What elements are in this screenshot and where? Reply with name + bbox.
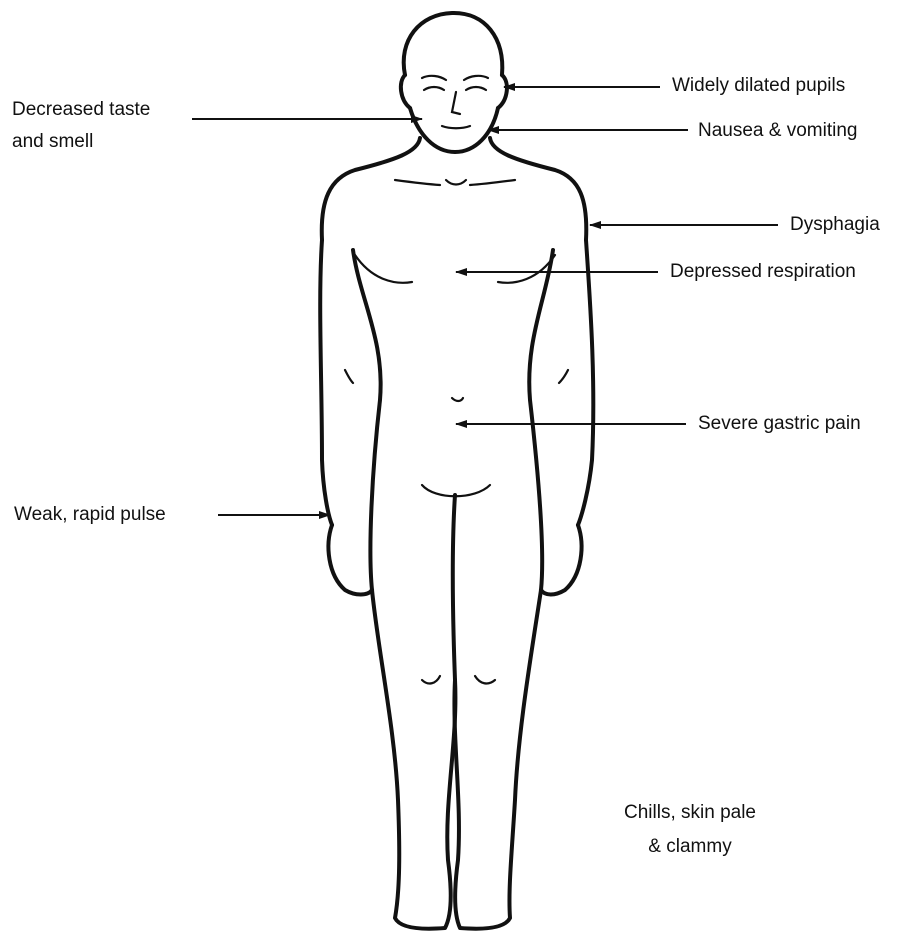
left-collarbone: [395, 180, 440, 185]
label-chills-line1: Chills, skin pale: [590, 799, 790, 827]
left-arm-outer: [320, 240, 332, 525]
pointer-lines: [192, 87, 778, 515]
nose: [452, 92, 460, 114]
left-torso-side: [353, 250, 381, 590]
right-arm-outer: [578, 240, 593, 525]
mouth: [442, 126, 470, 128]
left-neck-shoulder: [322, 138, 420, 240]
right-eye: [466, 87, 486, 90]
left-eye: [424, 87, 444, 90]
label-depressed-respiration: Depressed respiration: [670, 258, 856, 286]
right-collarbone: [470, 180, 515, 185]
right-torso-side: [529, 250, 553, 590]
right-hand: [541, 525, 582, 595]
right-neck-shoulder: [490, 138, 586, 240]
right-elbow-mark: [559, 370, 568, 383]
left-elbow-mark: [345, 370, 353, 383]
label-dysphagia: Dysphagia: [790, 211, 880, 239]
label-severe-gastric-pain: Severe gastric pain: [698, 410, 861, 438]
label-nausea-vomiting: Nausea & vomiting: [698, 117, 857, 145]
right-eyebrow: [464, 76, 488, 80]
left-eyebrow: [422, 76, 446, 80]
left-ear: [401, 75, 410, 108]
label-decreased-taste-line1: Decreased taste: [12, 96, 150, 124]
body-details: [345, 76, 568, 684]
label-widely-dilated-pupils: Widely dilated pupils: [672, 72, 845, 100]
label-chills-line2: & clammy: [590, 833, 790, 861]
label-weak-rapid-pulse: Weak, rapid pulse: [14, 501, 166, 529]
left-hand: [328, 525, 372, 595]
head-outline: [404, 13, 503, 75]
right-ear: [498, 75, 507, 108]
right-knee: [475, 676, 495, 683]
left-chest: [355, 255, 412, 283]
body-outline: [320, 13, 593, 929]
right-leg-outer: [454, 590, 541, 929]
navel: [452, 398, 463, 401]
label-decreased-taste-line2: and smell: [12, 128, 93, 156]
jaw: [410, 108, 498, 152]
sternal-notch: [446, 180, 466, 185]
left-leg-outer: [372, 495, 455, 929]
left-knee: [422, 676, 440, 683]
